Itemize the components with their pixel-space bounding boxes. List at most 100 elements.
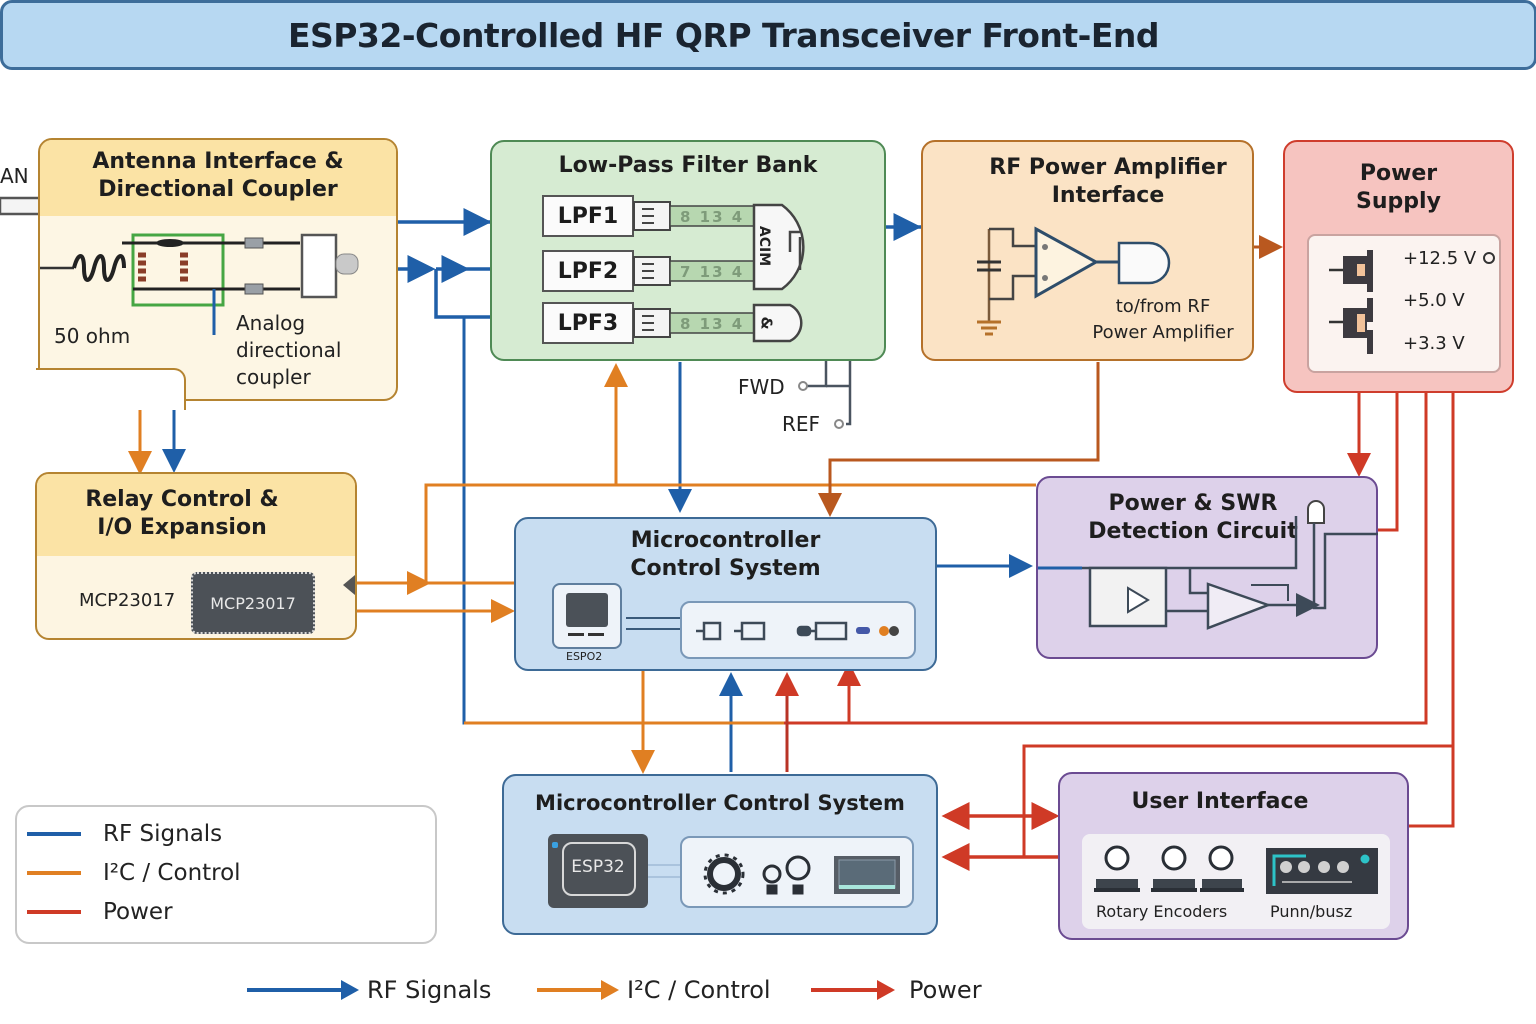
power-rails-panel: +12.5 V +5.0 V +3.3 V <box>1307 234 1501 373</box>
ref-terminal[interactable] <box>834 419 844 429</box>
lpf3-filter[interactable]: LPF3 <box>542 302 634 344</box>
control-wire-relay-to-mcu <box>356 483 1036 623</box>
rf-wire-loop-left <box>462 317 520 725</box>
legend-row-control: I²C / Control <box>27 860 241 886</box>
antenna-title: Antenna Interface & Directional Coupler <box>40 148 396 203</box>
mcu-upper-title-line2: Control System <box>630 555 821 581</box>
mcu-peripheral-panel <box>680 836 914 908</box>
regulator-icon <box>1329 298 1373 354</box>
coupler-label: Analog directional coupler <box>236 310 341 391</box>
gate-lower-label: & <box>757 316 776 330</box>
and-gate-icon <box>1117 241 1171 285</box>
antenna-header <box>40 140 396 216</box>
legend-box: RF Signals I²C / Control Power <box>15 805 437 944</box>
opamp-icon <box>1206 582 1272 630</box>
antenna-interface-block: Antenna Interface & Directional Coupler … <box>38 138 398 401</box>
rotary-encoders-label: Rotary Encoders <box>1096 902 1228 921</box>
title-banner: ESP32-Controlled HF QRP Transceiver Fron… <box>0 0 1536 70</box>
control-arrow-icon <box>537 980 619 1000</box>
legend-rf-label: RF Signals <box>103 821 223 847</box>
esp-module-icon[interactable] <box>552 583 622 649</box>
button-pair-icon <box>762 855 811 895</box>
lpf1-code: 8 13 4 <box>680 208 745 226</box>
legend-power-label: Power <box>103 899 173 925</box>
mcp23017-chip[interactable]: MCP23017 <box>191 572 315 634</box>
module-bus-icon <box>626 617 682 630</box>
ui-control-icons <box>1094 845 1378 894</box>
coupler-label-line2: directional <box>236 338 342 362</box>
relay-header <box>37 474 355 556</box>
transformer-coil-icon <box>138 252 188 282</box>
ground-icon <box>977 320 1001 336</box>
power-wire-mcu2-ui <box>941 802 1060 871</box>
button-panel-icon[interactable] <box>1266 848 1378 894</box>
esp32-chip-label: ESP32 <box>571 857 625 877</box>
bottom-legend-control: I²C / Control <box>537 976 771 1004</box>
rotary-encoder-icon[interactable] <box>1200 845 1244 892</box>
esp32-chip[interactable]: ESP32 <box>548 834 648 908</box>
ui-controls-panel: Rotary Encoders Punn/busz <box>1082 834 1390 929</box>
bottom-legend-rf-label: RF Signals <box>367 976 492 1004</box>
rf-pa-title: RF Power Amplifier Interface <box>963 154 1253 209</box>
gate-upper-icon <box>752 203 805 291</box>
peripheral-panel <box>680 601 916 659</box>
gate-lower-icon <box>752 303 803 343</box>
coupler-label-line1: Analog <box>236 311 306 335</box>
bottom-legend-rf: RF Signals <box>247 976 491 1004</box>
swr-title-line2: Detection Circuit <box>1088 518 1298 544</box>
swr-schematic <box>1038 500 1378 630</box>
capacitor-icon <box>977 260 1001 272</box>
mcu-peripheral-icons <box>703 853 900 895</box>
control-swatch <box>27 871 81 875</box>
lcd-display-icon <box>834 856 900 894</box>
fwd-terminal[interactable] <box>798 381 808 391</box>
lpf-bank-title: Low-Pass Filter Bank <box>558 153 818 178</box>
rail-terminal-icon <box>1483 252 1495 264</box>
esp32-bus-icon <box>648 864 682 878</box>
coupler-label-line3: coupler <box>236 365 311 389</box>
relay-port-icon <box>343 575 355 595</box>
regulator-icons <box>1329 250 1373 354</box>
mcu-lower-title: Microcontroller Control System <box>535 791 905 815</box>
rf-pa-note: to/from RF Power Amplifier <box>1083 294 1243 346</box>
control-wire-pa-to-mcu <box>818 362 1100 517</box>
legend-row-power: Power <box>27 899 173 925</box>
rf-pa-title-line1: RF Power Amplifier <box>989 155 1227 180</box>
bottom-legend-power-label: Power <box>909 976 982 1004</box>
lpf-logic-schematic <box>633 201 805 343</box>
bottom-legend-control-label: I²C / Control <box>627 976 771 1004</box>
button-panel-label: Punn/busz <box>1270 902 1353 921</box>
antenna-block-notch <box>36 368 186 410</box>
diode-detector-icon <box>1127 586 1150 614</box>
relay-title: Relay Control & I/O Expansion <box>37 486 327 541</box>
relay-title-line1: Relay Control & <box>85 487 279 512</box>
lpf1-filter[interactable]: LPF1 <box>542 195 634 237</box>
coupler-outline <box>131 233 225 307</box>
mcu-upper-title: Microcontroller Control System <box>516 527 935 582</box>
mcu-lower-block: Microcontroller Control System ESP32 <box>502 774 938 935</box>
mcu-upper-block: Microcontroller Control System ESPO2 <box>514 517 937 671</box>
swr-detection-block: Power & SWR Detection Circuit <box>1036 476 1378 659</box>
rf-pa-interface-block: RF Power Amplifier Interface to/from RF … <box>921 140 1254 361</box>
antenna-title-line2: Directional Coupler <box>98 176 338 202</box>
power-supply-title-line2: Supply <box>1356 188 1441 214</box>
user-interface-title: User Interface <box>1131 789 1309 814</box>
lpf-bank-block: Low-Pass Filter Bank LPF1 LPF2 LPF3 8 13… <box>490 140 886 361</box>
power-supply-title-line1: Power <box>1359 161 1438 186</box>
lpf2-filter[interactable]: LPF2 <box>542 250 634 292</box>
antenna-input-label: AN <box>0 164 29 188</box>
power-supply-block: Power Supply +12.5 V +5.0 V +3.3 V <box>1283 140 1514 393</box>
regulator-icon <box>1329 250 1373 292</box>
lpf2-code: 7 13 4 <box>680 263 745 281</box>
power-wire-psu-rail-3 <box>784 367 1428 725</box>
rotary-encoder-icon[interactable] <box>1151 845 1197 892</box>
rotary-encoder-icon[interactable] <box>1094 845 1140 892</box>
gate-upper-label: ACIM <box>756 225 773 267</box>
lpf3-code: 8 13 4 <box>680 315 745 333</box>
page-title: ESP32-Controlled HF QRP Transceiver Fron… <box>287 15 1160 55</box>
power-swatch <box>27 910 81 914</box>
rf-arrow-icon <box>247 980 359 1000</box>
rail-3v3: +3.3 V <box>1403 333 1465 354</box>
rf-pa-note-line1: to/from RF <box>1115 296 1211 317</box>
